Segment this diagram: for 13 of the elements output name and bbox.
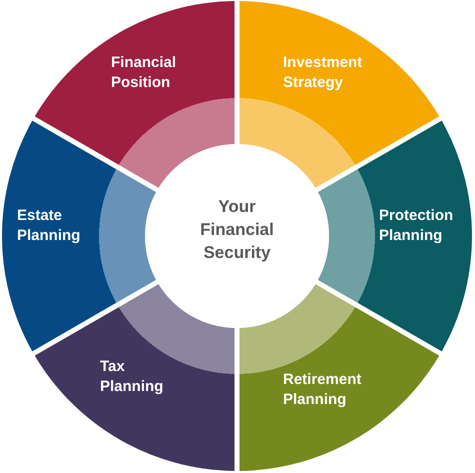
wheel-segment — [239, 1, 440, 188]
wheel-segment — [34, 1, 235, 188]
wheel-segment — [34, 284, 235, 471]
segment-label: Estate Planning — [17, 206, 80, 246]
wheel-segment — [239, 284, 440, 471]
center-label: Your Financial Security — [200, 196, 274, 264]
segment-label: Protection Planning — [379, 206, 454, 246]
segment-label: Tax Planning — [100, 357, 164, 397]
wheel-segment — [2, 120, 157, 352]
segment-label: Investment Strategy — [283, 53, 362, 93]
wheel-segment — [317, 120, 472, 352]
segment-label: Financial Position — [111, 53, 176, 93]
segment-label: Retirement Planning — [283, 370, 362, 410]
